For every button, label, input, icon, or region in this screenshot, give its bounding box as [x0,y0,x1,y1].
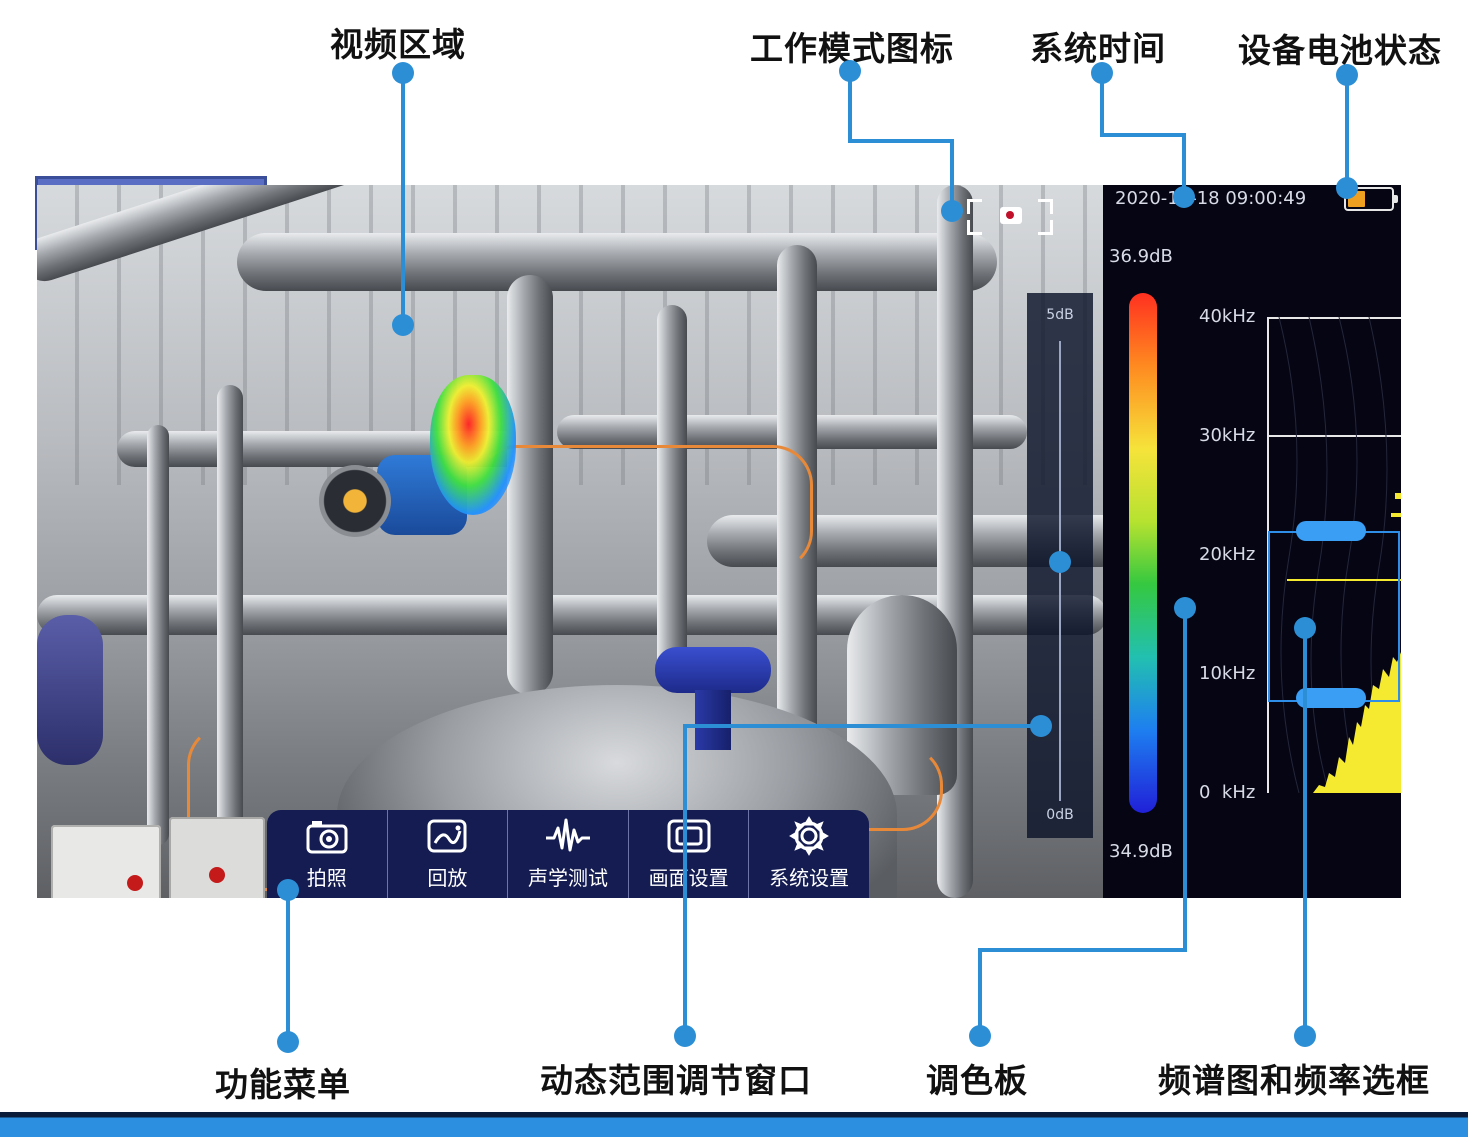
playback-icon [427,819,467,853]
callout-video-area: 视频区域 [330,25,466,64]
leader-line [683,724,1041,728]
display-settings-icon [667,819,711,853]
menu-item-label: 画面设置 [648,866,729,890]
orange-cable [477,445,813,571]
leader-line [978,948,1187,952]
control-switch [127,875,143,891]
acoustic-heatmap-overlay [430,375,516,515]
spectrum-fill [1278,317,1401,793]
leader-line [848,71,852,141]
freq-label-20k: 20kHz [1199,544,1256,565]
camera-mode-icon [1000,207,1022,224]
menu-item-display-settings[interactable]: 画面设置 [629,810,750,898]
leader-line [683,724,687,1036]
spectrum-gridline [1269,435,1401,437]
freq-label-30k: 30kHz [1199,425,1256,446]
leader-line [848,139,952,143]
leader-line [1345,75,1349,188]
leader-dot [969,1025,991,1047]
leader-dot [941,200,963,222]
range-min-label: 0dB [1046,807,1074,823]
device-screen: 5dB 0dB 拍照 回放 [37,185,1401,898]
menu-item-photo[interactable]: 拍照 [267,810,388,898]
leader-line [950,139,954,211]
leader-line [1182,133,1186,197]
freq-lower-handle[interactable] [1296,688,1366,708]
work-mode-icon[interactable] [967,199,1053,235]
menu-item-label: 回放 [427,866,468,890]
valve-stem [695,690,731,750]
freq-label-40k: 40kHz [1199,306,1256,327]
leader-dot [674,1025,696,1047]
waveform-icon [545,818,590,852]
camera-icon [306,821,348,854]
leader-dot [1336,177,1358,199]
video-area[interactable]: 5dB 0dB 拍照 回放 [37,185,1107,898]
menu-item-label: 声学测试 [527,866,608,890]
vertical-pipe-6 [657,305,687,685]
frequency-selection-box[interactable] [1268,521,1400,708]
menu-item-label: 系统设置 [769,866,850,890]
leader-line [401,73,405,323]
system-time: 2020-12-18 09:00:49 [1115,188,1307,209]
transmitter-face [319,465,391,537]
gear-icon [789,816,830,856]
menu-item-system-settings[interactable]: 系统设置 [749,810,869,898]
control-box [51,825,161,898]
person-figure [37,615,103,765]
leader-dot [1173,186,1195,208]
callout-system-time: 系统时间 [1030,29,1166,68]
callout-battery-status: 设备电池状态 [1238,31,1442,70]
callout-dynamic-range-window: 动态范围调节窗口 [540,1061,812,1100]
right-info-panel: 2020-12-18 09:00:49 36.9dB 34.9dB 40kHz … [1103,185,1401,898]
palette-min-db: 34.9dB [1109,841,1173,862]
leader-line [1183,608,1187,952]
valve-knob [655,647,771,693]
color-palette[interactable] [1129,293,1157,813]
vertical-pipe-1 [507,275,553,695]
vertical-pipe-5 [147,425,169,845]
leader-line [1100,133,1184,137]
leader-line [1100,73,1104,135]
callout-spectrum-freq-box: 频谱图和频率选框 [1158,1061,1430,1100]
freq-upper-handle[interactable] [1296,521,1366,541]
leader-dot [1294,1025,1316,1047]
spectrum-gridline [1269,317,1401,319]
vertical-pipe-4 [217,385,243,845]
freq-label-0k: 0 kHz [1199,782,1256,803]
palette-max-db: 36.9dB [1109,246,1173,267]
callout-palette: 调色板 [926,1061,1028,1100]
leader-line [286,890,290,1042]
bottom-stripe [0,1112,1468,1137]
range-slider-thumb[interactable] [1049,550,1071,573]
menu-item-acoustic-test[interactable]: 声学测试 [508,810,629,898]
control-switch [209,867,225,883]
upper-pipe [237,233,997,291]
menu-item-label: 拍照 [306,866,347,890]
leader-dot [392,314,414,336]
leader-dot [277,1031,299,1053]
range-max-label: 5dB [1046,307,1074,323]
control-box [169,817,265,898]
leader-dot [1030,715,1052,737]
callout-function-menu: 功能菜单 [215,1065,351,1104]
dynamic-range-window[interactable]: 5dB 0dB [1027,293,1093,838]
freq-label-10k: 10kHz [1199,663,1256,684]
leader-line [978,948,982,1036]
function-menu: 拍照 回放 声学测试 画面设 [267,810,869,898]
leader-line [1303,628,1307,1036]
menu-item-playback[interactable]: 回放 [388,810,509,898]
